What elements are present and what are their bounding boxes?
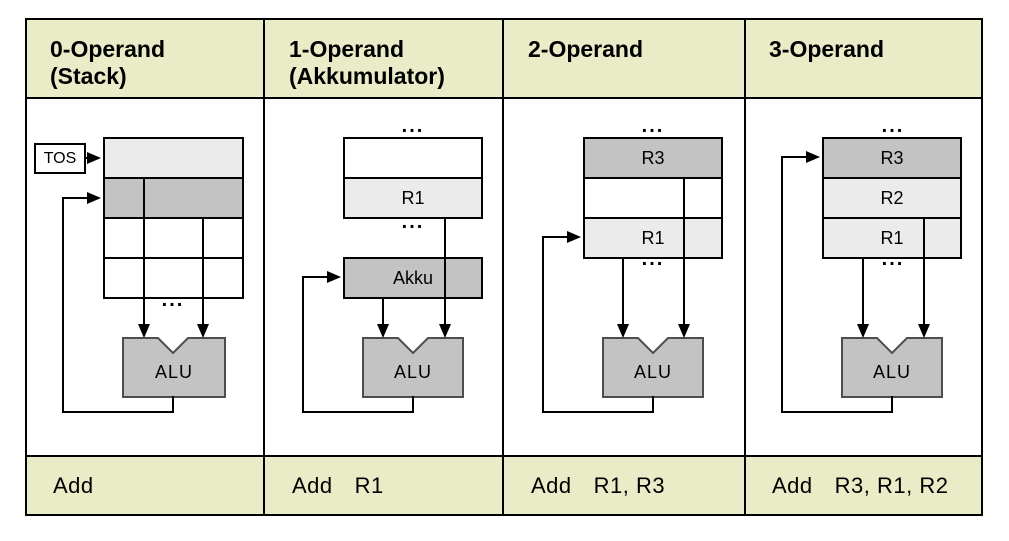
- header-0-operand: 0-Operand (Stack): [50, 36, 262, 90]
- alu-label: ALU: [872, 362, 911, 382]
- header-1-operand: 1-Operand (Akkumulator): [289, 36, 501, 90]
- column-divider-2: [502, 20, 504, 514]
- operands: R1, R3: [593, 473, 666, 498]
- header-line1: 3-Operand: [769, 36, 885, 62]
- header-line1: 0-Operand: [50, 36, 166, 62]
- header-3-operand: 3-Operand: [769, 36, 981, 63]
- register-cell-r2: R2: [822, 177, 962, 219]
- header-line2: (Stack): [50, 63, 127, 89]
- footer-row-divider: [27, 455, 981, 457]
- akku-box: Akku: [343, 257, 483, 299]
- column-divider-1: [263, 20, 265, 514]
- instruction-example-3op: Add R3, R1, R2: [772, 473, 948, 499]
- alu-label: ALU: [633, 362, 672, 382]
- ellipsis: ...: [161, 289, 185, 311]
- mnemonic: Add: [53, 473, 94, 498]
- register-cell: [583, 177, 723, 219]
- stack-cell-2: [103, 177, 244, 219]
- stack-cell-top: [103, 137, 244, 179]
- ellipsis: ...: [401, 211, 425, 233]
- register-cell-r3: R3: [583, 137, 723, 179]
- stack-cell-3: [103, 217, 244, 259]
- register-cell: [343, 137, 483, 179]
- alu-label: ALU: [393, 362, 432, 382]
- header-line1: 2-Operand: [528, 36, 644, 62]
- header-row-divider: [27, 97, 981, 99]
- tos-box: TOS: [34, 143, 86, 174]
- header-2-operand: 2-Operand: [528, 36, 740, 63]
- ellipsis: ...: [641, 248, 665, 270]
- column-divider-3: [744, 20, 746, 514]
- alu-label: ALU: [154, 362, 193, 382]
- footer-band: [27, 457, 981, 514]
- instruction-example-2op: Add R1, R3: [531, 473, 665, 499]
- register-cell-r1: R1: [343, 177, 483, 219]
- instruction-example-akku: Add R1: [292, 473, 384, 499]
- mnemonic: Add: [292, 473, 333, 498]
- mnemonic: Add: [531, 473, 572, 498]
- ellipsis: ...: [881, 248, 905, 270]
- header-line2: (Akkumulator): [289, 63, 445, 89]
- operands: R3, R1, R2: [834, 473, 949, 498]
- ellipsis: ...: [641, 115, 665, 137]
- operands: R1: [354, 473, 384, 498]
- instruction-example-stack: Add: [53, 473, 116, 499]
- header-band: [27, 20, 981, 97]
- mnemonic: Add: [772, 473, 813, 498]
- register-cell-r3: R3: [822, 137, 962, 179]
- ellipsis: ...: [401, 115, 425, 137]
- ellipsis: ...: [881, 115, 905, 137]
- header-line1: 1-Operand: [289, 36, 405, 62]
